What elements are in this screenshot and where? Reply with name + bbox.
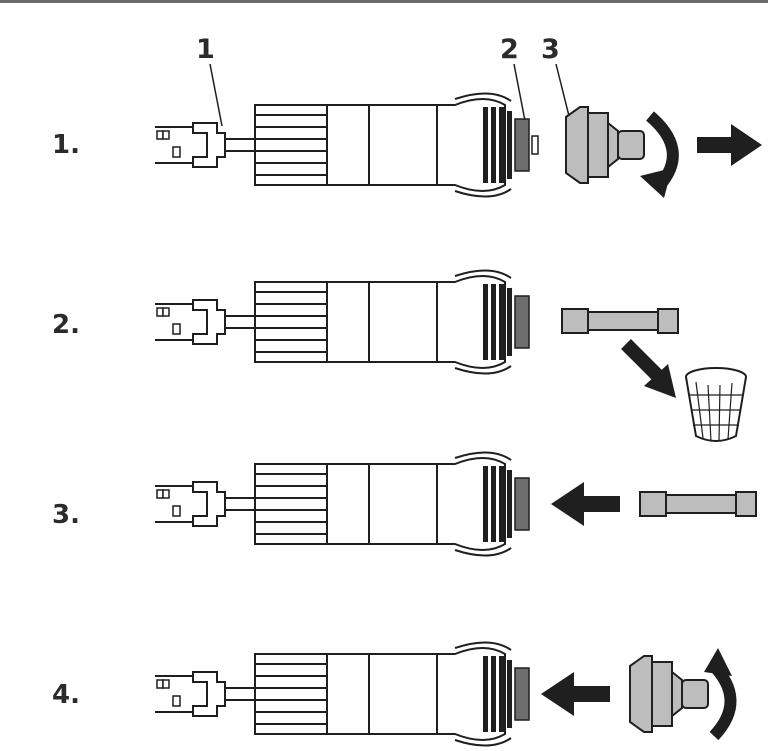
callout-2-leader [513, 63, 527, 127]
step-1-holder [154, 92, 530, 198]
arrow-right-icon [697, 124, 762, 166]
step-4-cap [629, 655, 709, 733]
step-3-fuse-new [639, 491, 757, 517]
top-rule [0, 0, 768, 3]
step-number-1: 1. [52, 130, 80, 160]
step-1-cap [565, 106, 645, 184]
arrow-left-icon [551, 482, 620, 526]
step-number-3: 3. [52, 500, 80, 530]
step-2-fuse-old [561, 308, 679, 334]
callout-1-leader [209, 63, 223, 127]
arrow-left-icon [541, 672, 610, 716]
rotate-arrow-icon [640, 111, 679, 198]
callout-3: 3 [541, 34, 560, 65]
callout-1: 1 [196, 34, 215, 65]
rotate-arrow-icon [704, 648, 737, 741]
step-4-holder [154, 641, 530, 747]
step-2-holder [154, 269, 530, 375]
step-1-fuse-tip [531, 135, 539, 155]
wastebasket-icon [685, 367, 747, 442]
step-number-2: 2. [52, 310, 80, 340]
arrow-diagonal-icon [621, 339, 676, 398]
step-3-holder [154, 451, 530, 557]
callout-2: 2 [500, 34, 519, 65]
step-number-4: 4. [52, 680, 80, 710]
